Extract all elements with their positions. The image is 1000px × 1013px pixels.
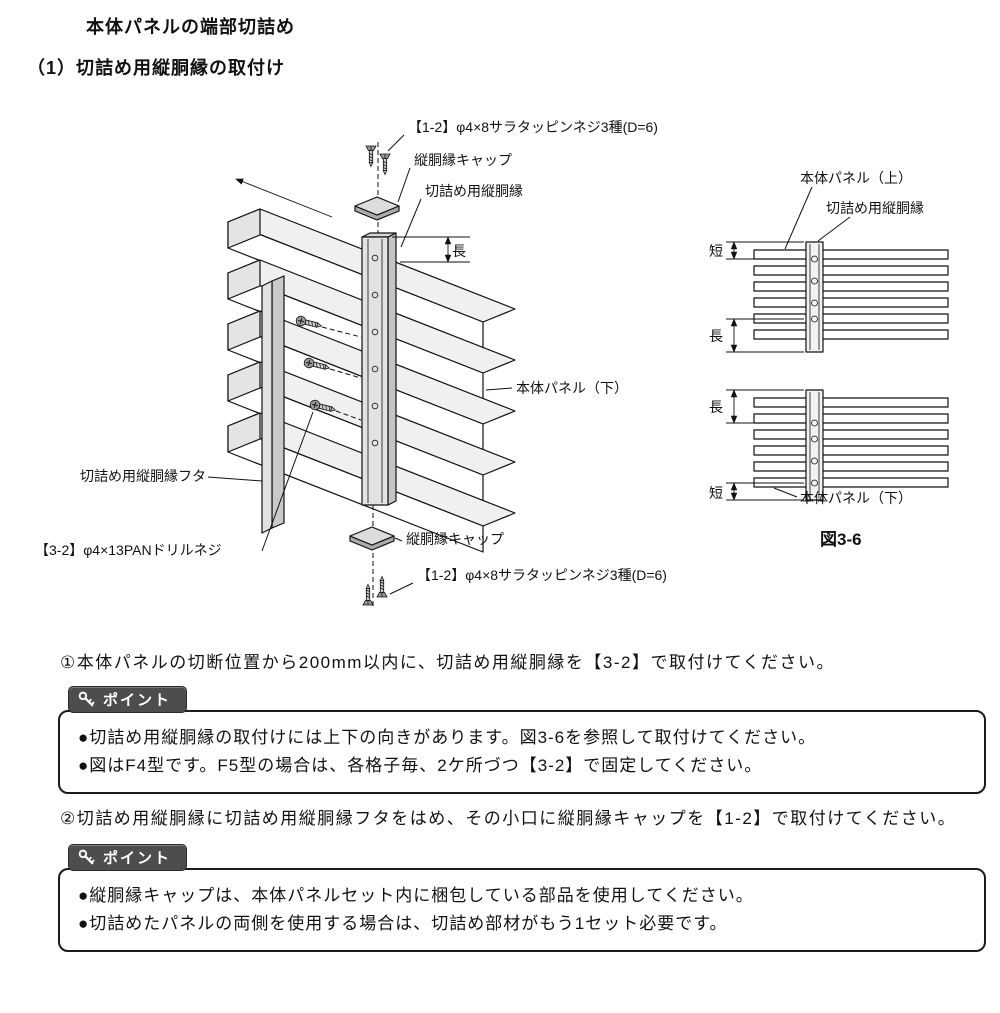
key-icon (78, 691, 95, 707)
furring-cap-top (354, 196, 400, 221)
dim-long-top-label: 長 (709, 328, 723, 344)
leader-lines-main (207, 134, 513, 595)
section-heading: （1）切詰め用縦胴縁の取付け (27, 58, 286, 78)
fig36-leader-lines (773, 186, 851, 498)
furring-cap-bottom (349, 526, 395, 551)
label-strip-cover: 切詰め用縦胴縁フタ (80, 468, 206, 484)
dim-short-top-label: 短 (709, 243, 723, 259)
point-item: ●図はF4型です。F5型の場合は、各格子毎、2ケ所づつ【3-2】で固定してくださ… (78, 756, 763, 775)
fig36-caption: 図3-6 (820, 530, 862, 549)
point-badge-label: ポイント (103, 692, 172, 709)
point-box-body: ●切詰め用縦胴縁の取付けには上下の向きがあります。図3-6を参照して取付けてくだ… (58, 710, 986, 794)
fig36-label-strip: 切詰め用縦胴縁 (826, 200, 924, 216)
label-tapping-screw-bottom: 【1-2】φ4×8サラタッピンネジ3種(D=6) (417, 567, 667, 583)
cut-furring-strip (361, 232, 397, 506)
tapping-screws-bottom (362, 576, 388, 606)
label-tapping-screw-top: 【1-2】φ4×8サラタッピンネジ3種(D=6) (408, 119, 658, 135)
point-item: ●切詰め用縦胴縁の取付けには上下の向きがあります。図3-6を参照して取付けてくだ… (78, 728, 817, 747)
key-icon (78, 849, 95, 865)
assembly-diagram: 長 【1-2】φ4×8サラタッピンネジ3種(D=6) 縦胴縁キャップ 切詰め用縦… (35, 119, 949, 608)
fig36-label-panel-top: 本体パネル（上） (800, 170, 912, 186)
point-badge: ポイント (68, 686, 188, 713)
point-item: ●切詰めたパネルの両側を使用する場合は、切詰め部材がもう1セット必要です。 (78, 914, 728, 933)
point-badge-label: ポイント (103, 850, 172, 867)
label-cap-top: 縦胴縁キャップ (414, 152, 512, 168)
fig36-upper-dimensions: 短 長 (709, 241, 804, 353)
fig36-lower-panel (753, 389, 949, 501)
cut-distance-arrow (235, 178, 333, 218)
cut-furring-strip-cover (261, 275, 285, 534)
label-cap-bottom: 縦胴縁キャップ (406, 531, 504, 547)
dim-short-bottom-label: 短 (709, 485, 723, 501)
assembly-center-lines (321, 142, 379, 608)
label-cut-furring-strip: 切詰め用縦胴縁 (425, 183, 523, 199)
fig36-lower-dimensions: 長 短 (709, 389, 804, 501)
point-box-body: ●縦胴縁キャップは、本体パネルセット内に梱包している部品を使用してください。 ●… (58, 868, 986, 952)
dim-long-label: 長 (452, 243, 466, 259)
instruction-step-1: ①本体パネルの切断位置から200mm以内に、切詰め用縦胴縁を【3-2】で取付けて… (60, 653, 835, 672)
point-item: ●縦胴縁キャップは、本体パネルセット内に梱包している部品を使用してください。 (78, 886, 754, 905)
page-title: 本体パネルの端部切詰め (86, 17, 295, 37)
point-box-1: ポイント ●切詰め用縦胴縁の取付けには上下の向きがあります。図3-6を参照して取… (58, 686, 986, 794)
label-panel-bottom: 本体パネル（下） (516, 380, 628, 396)
label-drill-screw: 【3-2】φ4×13PANドリルネジ (35, 542, 222, 558)
fig36-upper-panel (753, 241, 949, 353)
point-badge: ポイント (68, 844, 188, 871)
point-box-2: ポイント ●縦胴縁キャップは、本体パネルセット内に梱包している部品を使用してくだ… (58, 844, 986, 952)
instruction-step-2: ②切詰め用縦胴縁に切詰め用縦胴縁フタをはめ、その小口に縦胴縁キャップを【1-2】… (60, 809, 957, 828)
figure-3-6: 短 長 (709, 170, 949, 549)
dim-long-bottom-label: 長 (709, 399, 723, 415)
fig36-label-panel-bottom: 本体パネル（下） (800, 490, 912, 506)
